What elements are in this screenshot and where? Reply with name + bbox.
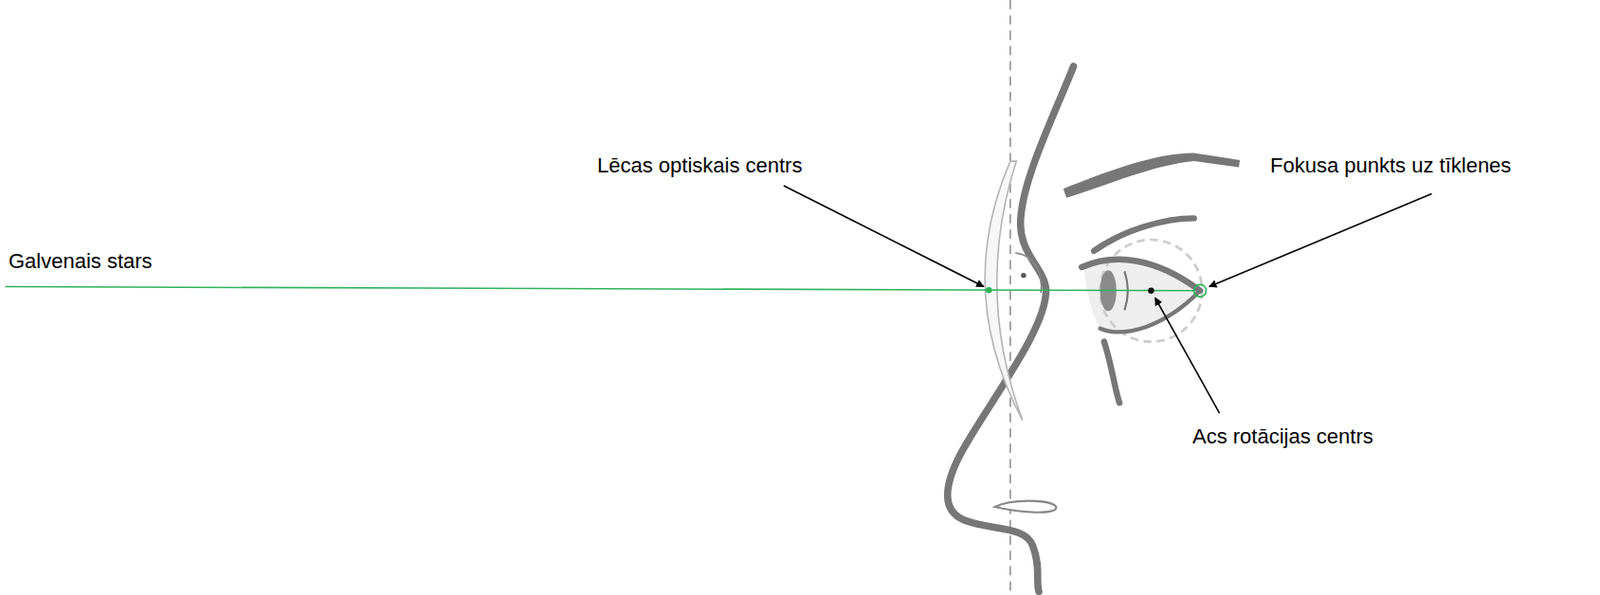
nostril xyxy=(995,501,1057,513)
optical-center-dot xyxy=(985,287,992,293)
eyebrow xyxy=(1063,152,1240,198)
leader-line xyxy=(783,185,984,288)
chief-ray xyxy=(4,287,1194,291)
eye-white xyxy=(1083,259,1200,331)
nose-pad-screw xyxy=(1020,272,1026,278)
upper-eyelid xyxy=(1081,259,1200,291)
cheek-line xyxy=(1104,342,1120,404)
focus-point xyxy=(1194,284,1207,297)
eyelid-crease xyxy=(1093,218,1195,251)
callout-label: Lēcas optiskais centrs xyxy=(597,153,802,179)
nose-pad xyxy=(1015,253,1041,293)
leader-line xyxy=(1209,194,1433,288)
ray-label: Galvenais stars xyxy=(8,249,153,274)
leader-line xyxy=(1155,297,1220,414)
callout-label: Fokusa punkts uz tīklenes xyxy=(1270,153,1511,179)
callout-label: Acs rotācijas centrs xyxy=(1192,424,1374,450)
face-profile xyxy=(947,66,1074,592)
rotation-center-dot xyxy=(1147,288,1154,294)
